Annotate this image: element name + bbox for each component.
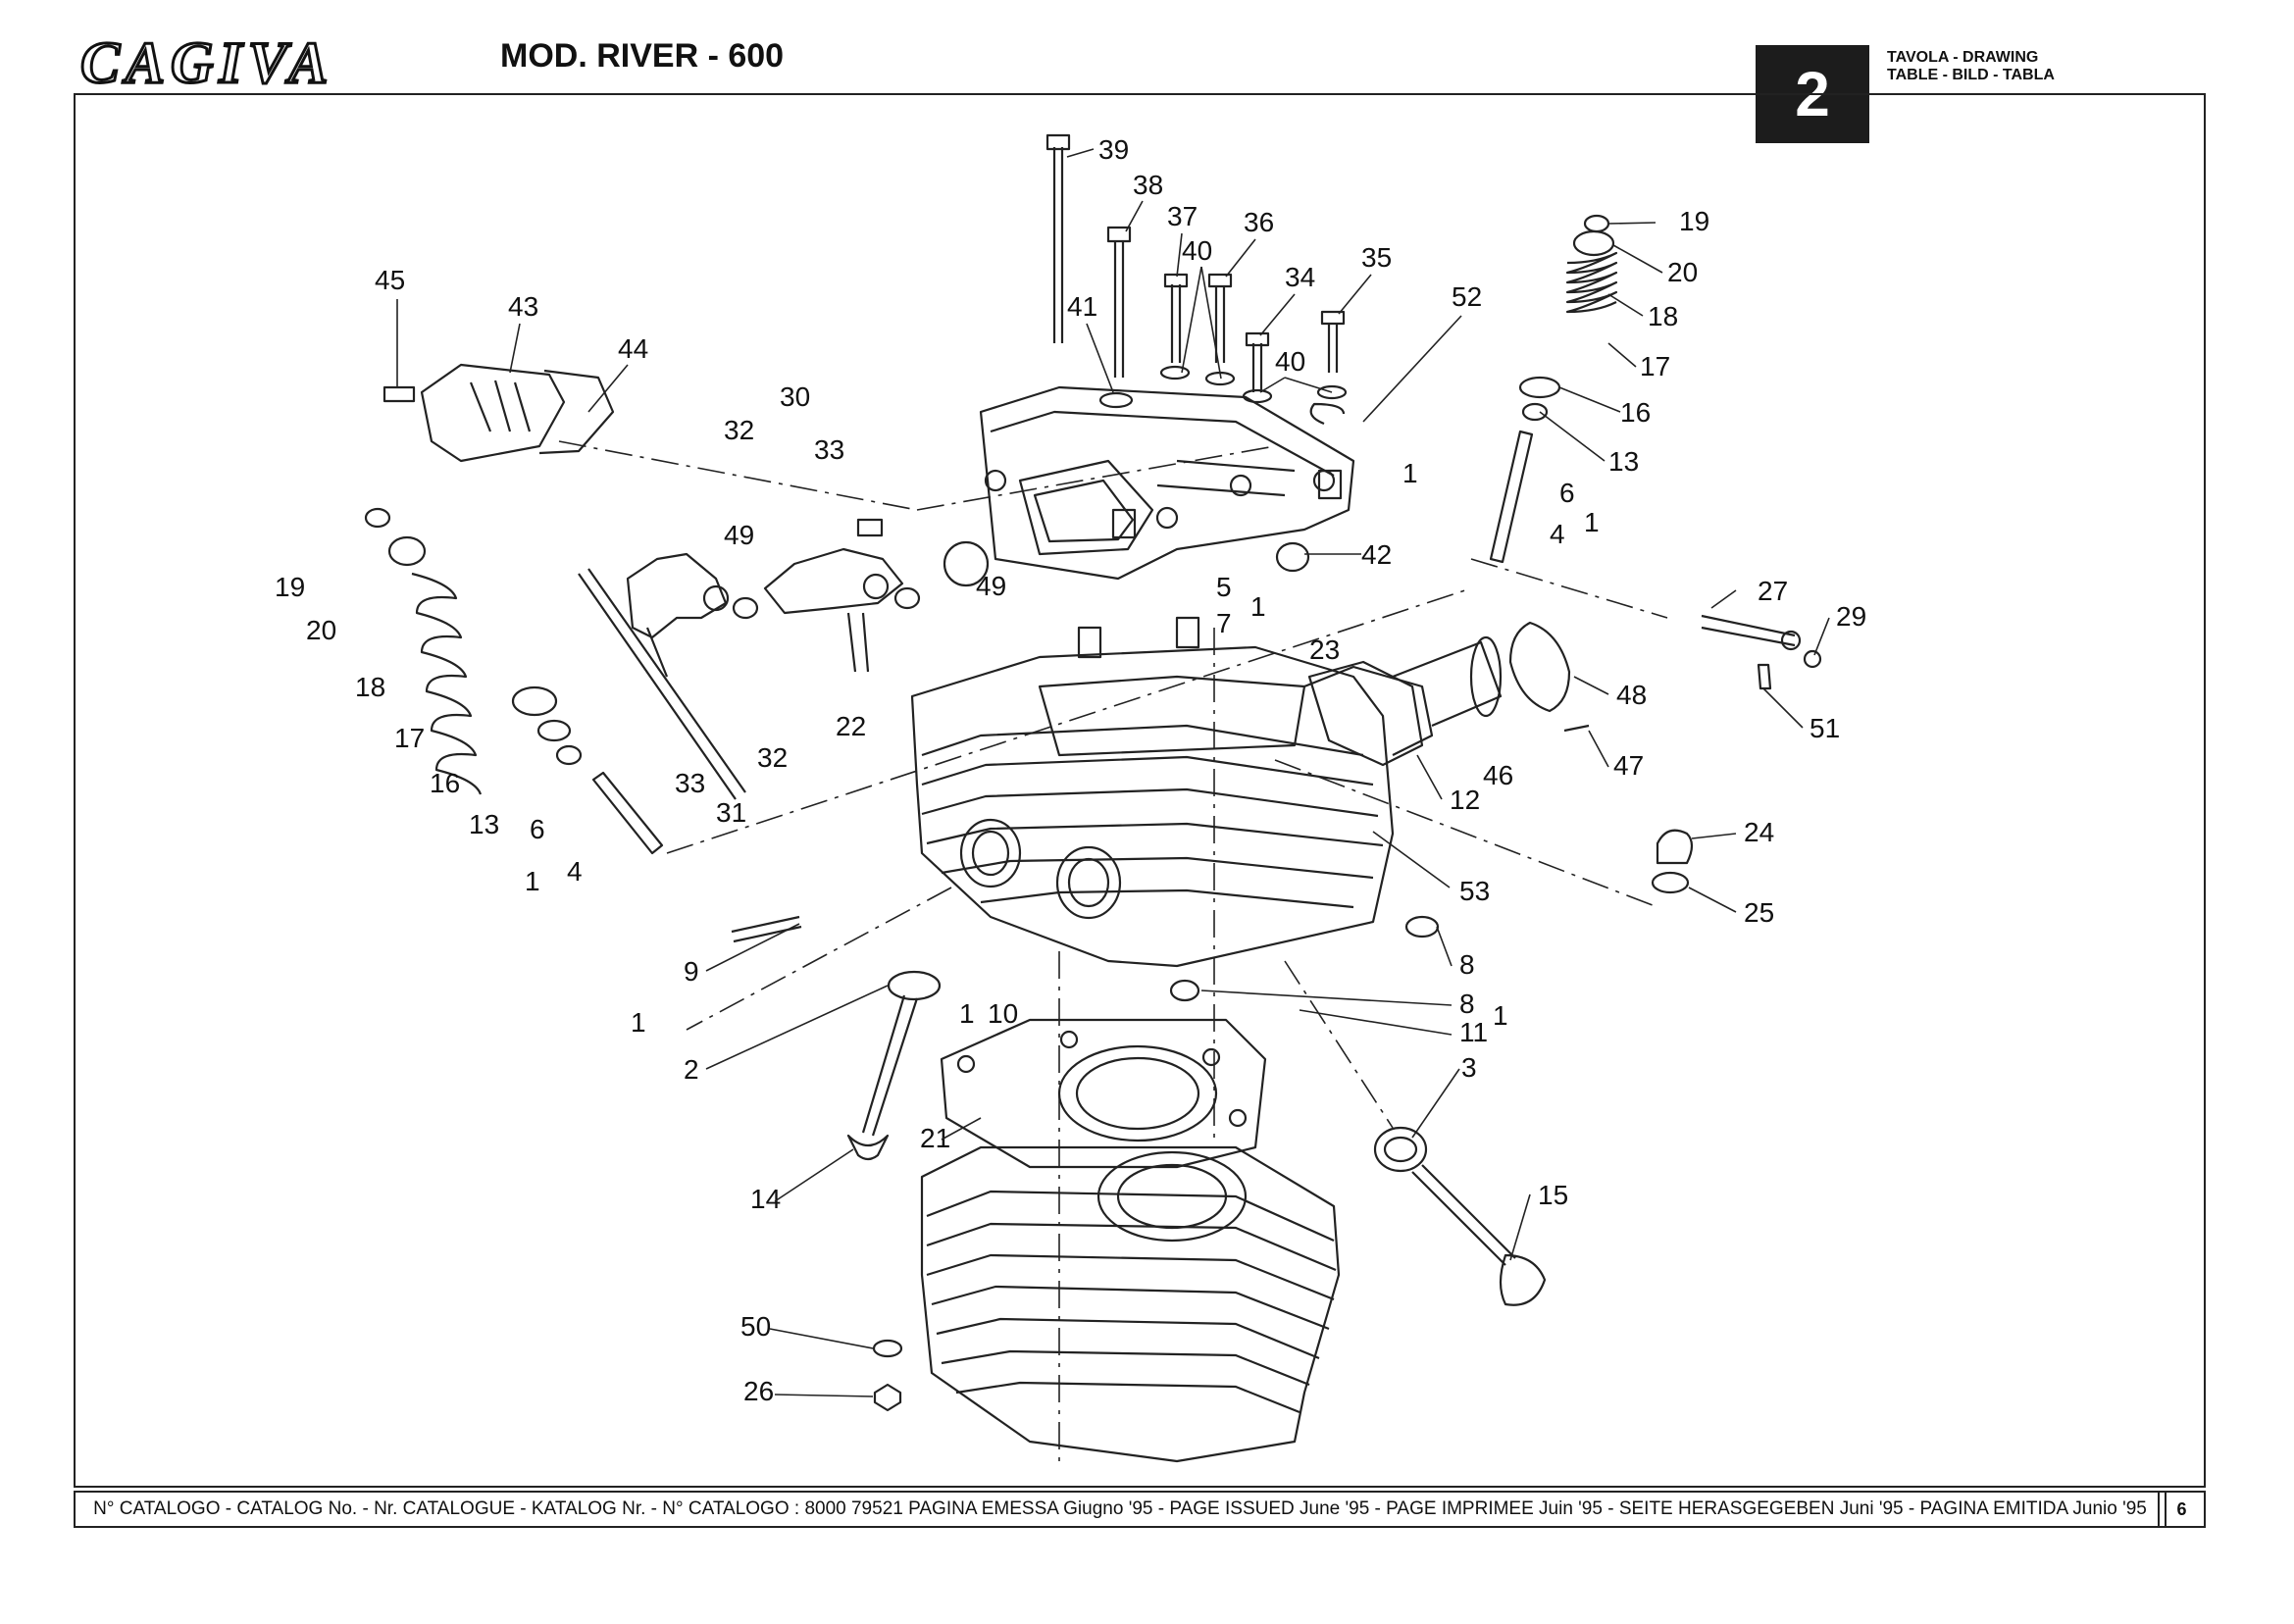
callout: 23 [1309,634,1340,665]
callout: 4 [1550,519,1565,549]
part-callouts: 39 38 37 40 36 34 35 41 40 52 45 43 44 3… [275,134,1866,1406]
callout: 50 [740,1311,771,1342]
intake-valve [846,970,942,1161]
table-label: TAVOLA - DRAWING TABLE - BILD - TABLA [1887,49,2055,84]
callout: 34 [1285,262,1315,292]
callout: 17 [394,723,425,753]
callout: 49 [724,520,754,550]
brand-logo: CAGIVA [78,29,334,97]
small-parts [731,402,1822,1412]
callout: 7 [1216,608,1232,638]
bolts-top [1045,133,1348,409]
intake-manifold [1307,621,1590,767]
table-label-line2: TABLE - BILD - TABLA [1887,67,2055,83]
callout: 51 [1810,713,1840,743]
head-gasket [940,1018,1267,1169]
callout: 13 [469,809,499,839]
callout: 1 [1493,1000,1508,1031]
callout: 8 [1459,989,1475,1019]
callout: 4 [567,856,583,887]
callout: 18 [1648,301,1678,331]
callout: 1 [959,998,975,1029]
callout: 45 [375,265,405,295]
callout: 8 [1459,949,1475,980]
rocker-arm-right [732,518,921,673]
callout: 19 [275,572,305,602]
callout: 12 [1450,785,1480,815]
callout: 1 [1250,591,1266,622]
callout: 33 [814,434,844,465]
callout: 20 [306,615,336,645]
callout: 14 [750,1184,781,1214]
callout: 32 [724,415,754,445]
callout: 33 [675,768,705,798]
callout: 43 [508,291,538,322]
leader-lines [558,440,1668,1461]
callout: 6 [1559,478,1575,508]
callout: 11 [1459,1017,1488,1047]
callout: 21 [920,1123,950,1153]
cylinder-head [910,616,1434,968]
valve-spring-right [1489,214,1618,564]
callout: 35 [1361,242,1392,273]
cylinder-head-cover [979,385,1355,581]
callout: 36 [1244,207,1274,237]
callout: 9 [684,956,699,987]
callout: 53 [1459,876,1490,906]
callout: 39 [1098,134,1129,165]
callout: 1 [525,866,540,896]
callout: 15 [1538,1180,1568,1210]
callout: 19 [1679,206,1709,236]
callout: 49 [976,571,1006,601]
callout-leaders [396,148,1830,1397]
callout: 42 [1361,539,1392,570]
callout: 1 [1584,507,1600,537]
callout: 40 [1275,346,1305,377]
callout: 26 [743,1376,774,1406]
callout: 17 [1640,351,1670,381]
callout: 5 [1216,572,1232,602]
callout: 24 [1744,817,1774,847]
callout: 29 [1836,601,1866,632]
callout: 40 [1182,235,1212,266]
callout: 47 [1613,750,1644,781]
exhaust-valve [1373,1126,1547,1306]
callout: 1 [1402,458,1418,488]
drawing-frame [74,93,2206,1488]
callout: 27 [1758,576,1788,606]
callout: 3 [1461,1052,1477,1083]
callout: 37 [1167,201,1198,231]
callout: 18 [355,672,385,702]
callout: 2 [684,1054,699,1085]
callout: 10 [988,998,1018,1029]
table-label-line1: TAVOLA - DRAWING [1887,49,2039,66]
callout: 48 [1616,680,1647,710]
rocker-arm-left [578,552,746,800]
callout: 52 [1452,281,1482,312]
callout: 41 [1067,291,1097,322]
catalog-footer: N° CATALOGO - CATALOG No. - Nr. CATALOGU… [74,1491,2167,1528]
model-title: MOD. RIVER - 600 [500,37,785,75]
callout: 6 [530,814,545,844]
callout: 38 [1133,170,1163,200]
callout: 31 [716,797,746,828]
callout: 20 [1667,257,1698,287]
valve-spring-left [364,507,664,855]
callout: 46 [1483,760,1513,790]
callout: 30 [780,381,810,412]
callout: 22 [836,711,866,741]
callout: 25 [1744,897,1774,928]
callout: 13 [1608,446,1639,477]
callout: 32 [757,742,788,773]
page-number: 6 [2158,1491,2206,1528]
callout: 44 [618,333,648,364]
callout: 1 [631,1007,646,1038]
callout: 16 [1620,397,1651,428]
cylinder [920,1145,1341,1463]
inspection-cover [382,363,615,463]
callout: 16 [430,768,460,798]
